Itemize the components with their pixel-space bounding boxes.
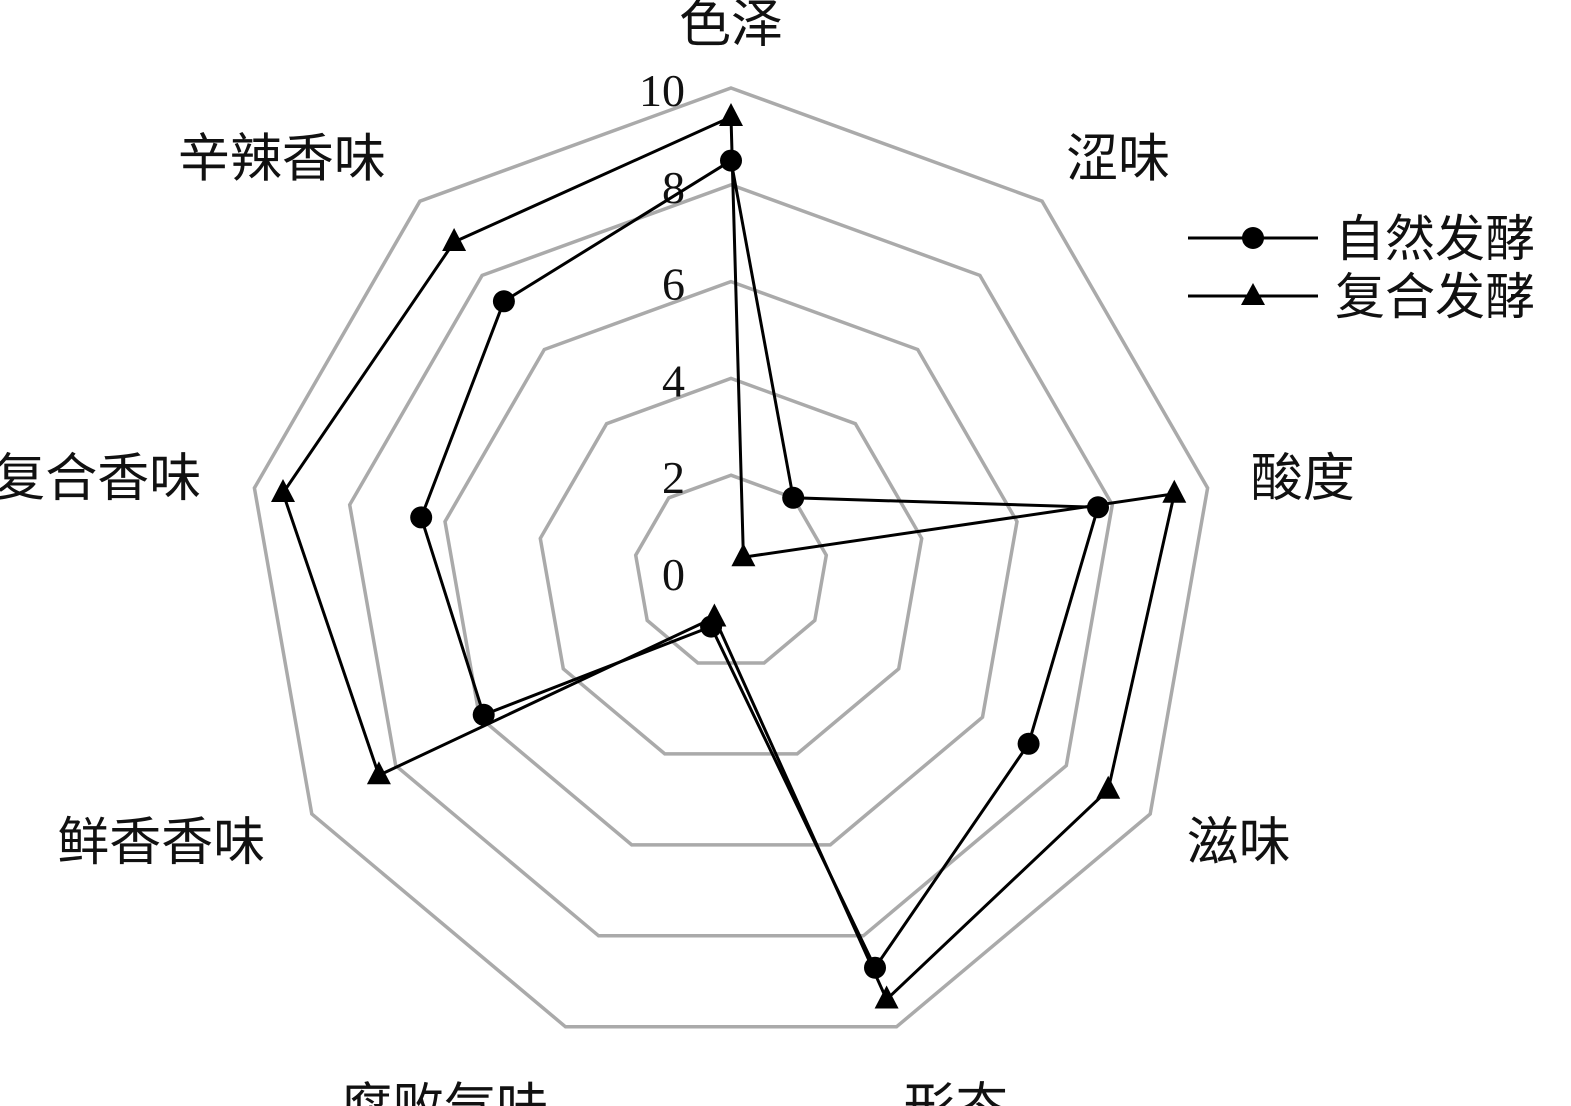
series-layer xyxy=(271,103,1187,1009)
tick-label-2: 2 xyxy=(662,452,685,503)
legend-marker-circle xyxy=(1242,227,1264,249)
series-line-0 xyxy=(419,158,1100,971)
tick-label-4: 4 xyxy=(662,355,685,406)
data-point-0-8 xyxy=(492,290,515,313)
legend-label-0: 自然发酵 xyxy=(1335,210,1535,268)
grid-ring-10 xyxy=(252,86,1210,1029)
series-line-1 xyxy=(281,114,1177,1003)
axis-label-8: 辛辣香味 xyxy=(178,129,386,189)
series-1 xyxy=(271,103,1187,1009)
axis-label-5: 腐败气味 xyxy=(340,1078,548,1106)
legend: 自然发酵 复合发酵 xyxy=(1188,210,1535,326)
axis-label-4: 形态 xyxy=(904,1078,1008,1106)
axis-label-7: 复合香味 xyxy=(0,449,201,509)
grid-ring-8 xyxy=(347,182,1115,938)
data-point-1-1 xyxy=(731,543,756,567)
axis-label-2: 酸度 xyxy=(1251,449,1355,509)
axis-labels: 色泽涩味酸度滋味形态 腐败气味 鲜香香味 复合香味 辛辣香味 xyxy=(0,0,1355,1106)
legend-item-1: 复合发酵 xyxy=(1188,268,1535,326)
tick-label-10: 10 xyxy=(639,65,685,116)
data-point-1-7 xyxy=(271,479,295,502)
data-point-0-6 xyxy=(472,703,495,726)
data-point-1-8 xyxy=(442,228,467,251)
grid-layer xyxy=(252,86,1210,1029)
data-point-1-2 xyxy=(1162,479,1187,503)
series-0 xyxy=(410,149,1109,979)
data-point-1-0 xyxy=(719,103,743,126)
grid-ring-2 xyxy=(633,473,829,665)
axis-label-0: 色泽 xyxy=(679,0,783,55)
axis-label-3: 滋味 xyxy=(1187,813,1291,873)
data-point-1-6 xyxy=(366,761,391,785)
tick-label-6: 6 xyxy=(662,259,685,310)
data-point-1-3 xyxy=(1096,775,1121,799)
tick-label-8: 8 xyxy=(662,162,685,213)
axis-label-1: 涩味 xyxy=(1066,129,1170,189)
data-point-0-2 xyxy=(1087,496,1109,519)
data-point-0-1 xyxy=(782,486,805,509)
legend-item-0: 自然发酵 xyxy=(1188,210,1535,268)
axis-label-6: 鲜香香味 xyxy=(57,813,265,873)
grid-ring-4 xyxy=(538,376,924,756)
data-point-1-5 xyxy=(702,603,727,627)
data-point-1-4 xyxy=(874,985,899,1009)
data-point-0-3 xyxy=(1017,732,1040,755)
tick-label-0: 0 xyxy=(662,549,685,600)
legend-marker-triangle xyxy=(1241,283,1265,305)
radial-tick-labels: 0 2 4 6 8 10 xyxy=(639,65,685,600)
data-point-0-7 xyxy=(410,506,433,529)
grid-ring-6 xyxy=(443,279,1019,847)
legend-label-1: 复合发酵 xyxy=(1335,268,1535,326)
